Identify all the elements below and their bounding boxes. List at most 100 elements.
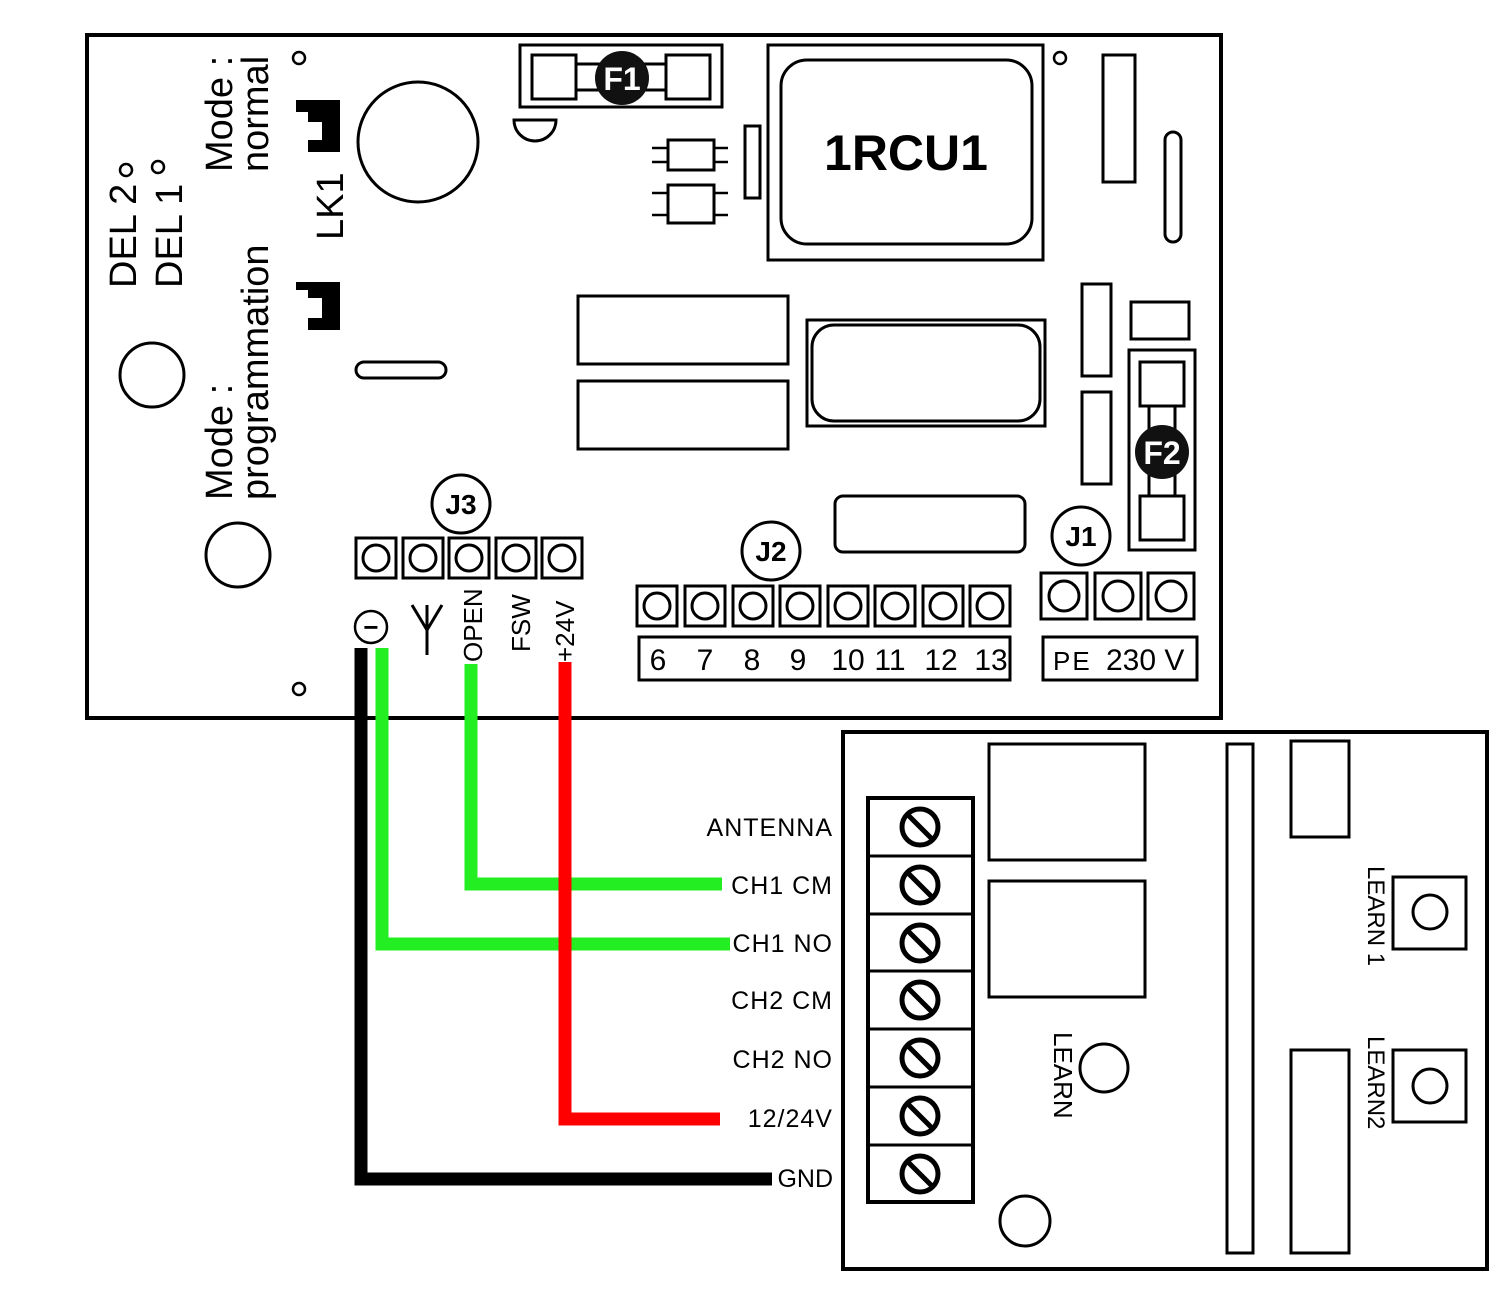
transformer-body xyxy=(779,58,1034,246)
j1-label-strip xyxy=(1041,635,1199,682)
connector-j3-label: J3 xyxy=(445,489,476,520)
resistor-icon xyxy=(1163,130,1183,244)
capacitor-icon xyxy=(743,124,762,200)
capacitor-icon xyxy=(1080,390,1113,486)
fuse-f2-label: F2 xyxy=(1143,435,1180,471)
connector-j1-badge xyxy=(1050,505,1112,567)
jumper-lk1-label: LK1 xyxy=(310,172,352,240)
fuse-f2-clip xyxy=(1138,360,1186,408)
receiver-bar-icon xyxy=(1225,742,1255,1255)
j3-pin-minus-label: − xyxy=(363,612,378,642)
smd-component-icon xyxy=(652,183,728,225)
j3-pin-fsw-label: FSW xyxy=(506,594,536,652)
minus-pin-badge xyxy=(353,609,389,645)
red-wire-power xyxy=(558,662,720,1126)
led-del2-label: DEL 2 xyxy=(103,184,145,288)
receiver-module: ANTENNA CH1 CM CH1 NO CH2 CM CH2 NO 12/2… xyxy=(707,730,1489,1271)
mount-hole xyxy=(291,681,307,697)
component-icon xyxy=(1129,300,1191,341)
component-icon xyxy=(833,494,1027,554)
mode-normal-label-1: Mode : xyxy=(199,56,241,172)
mount-hole xyxy=(291,50,307,66)
green-wire-ch1cm xyxy=(464,664,722,891)
j3-pin-24v-label: +24V xyxy=(550,600,580,662)
buzzer-icon xyxy=(356,80,480,204)
terminal-block xyxy=(866,796,975,1204)
led-del2-icon xyxy=(118,162,134,178)
terminal-gnd-label: GND xyxy=(777,1165,833,1193)
j2-pin-label: 13 xyxy=(974,644,1007,677)
transformer-frame xyxy=(766,43,1045,262)
learn2-button[interactable] xyxy=(1391,1048,1468,1124)
j1-voltage-label: 230 V xyxy=(1106,644,1184,677)
connector-j2-label: J2 xyxy=(755,536,786,567)
terminal-ch2no-label: CH2 NO xyxy=(733,1046,833,1074)
receiver-component-icon xyxy=(1289,1048,1351,1255)
smd-component-icon xyxy=(652,138,728,172)
relay-icon xyxy=(576,379,790,451)
terminal-screw-icon xyxy=(899,806,941,848)
terminal-screw-icon xyxy=(899,979,941,1021)
terminal-ch1no-label: CH1 NO xyxy=(733,930,833,958)
connector-j1-label: J1 xyxy=(1065,521,1096,552)
j2-pin-label: 10 xyxy=(831,644,864,677)
receiver-relay-icon xyxy=(987,742,1147,862)
learn1-label: LEARN 1 xyxy=(1362,866,1389,966)
receiver-outline xyxy=(841,730,1489,1271)
black-wire-gnd xyxy=(354,648,772,1186)
learn2-label: LEARN2 xyxy=(1362,1036,1389,1129)
j1-pe-label: PE xyxy=(1053,646,1092,676)
led-del1-label: DEL 1 xyxy=(149,184,191,288)
led-half-icon xyxy=(512,118,558,143)
fuse-f1-label: F1 xyxy=(603,61,640,97)
terminal-power-label: 12/24V xyxy=(748,1105,833,1133)
capacitor-icon xyxy=(1080,282,1113,378)
capacitor-icon xyxy=(1101,53,1137,184)
fuse-f1-badge xyxy=(595,51,649,105)
j2-pin-label: 6 xyxy=(650,644,667,677)
led-del1-icon xyxy=(150,159,166,175)
capacitor-body xyxy=(810,323,1042,423)
learn1-button[interactable] xyxy=(1391,875,1468,951)
jumper-top-icon xyxy=(296,100,340,152)
mode-prog-label-1: Mode : xyxy=(199,384,241,500)
capacitor-frame xyxy=(805,318,1047,428)
mode-prog-label-2: programmation xyxy=(235,244,277,500)
push-button-icon xyxy=(118,341,186,409)
receiver-hole-icon xyxy=(998,1194,1052,1248)
terminal-screw-icon xyxy=(899,922,941,964)
main-board-outline xyxy=(85,33,1223,720)
mode-normal-label-2: normal xyxy=(235,56,277,172)
receiver-component-icon xyxy=(1289,739,1351,839)
j2-pin-label: 11 xyxy=(874,644,905,677)
mount-hole xyxy=(1052,50,1068,66)
fuse-f2-clip xyxy=(1138,494,1186,542)
fuse-f2-badge xyxy=(1135,425,1189,479)
learn-led-icon xyxy=(1078,1042,1130,1094)
j2-label-strip xyxy=(637,635,1012,682)
connector-j2-badge xyxy=(740,520,802,582)
j2-pin-label: 12 xyxy=(924,644,957,677)
wires xyxy=(354,648,772,1186)
j3-pin-open-label: OPEN xyxy=(458,588,488,662)
connector-j3 xyxy=(354,536,584,580)
fuse-f1-holder xyxy=(518,43,724,109)
receiver-relay-icon xyxy=(987,879,1147,999)
push-button-icon xyxy=(204,521,272,589)
connector-j3-badge xyxy=(430,473,492,535)
relay-icon xyxy=(576,294,790,366)
terminal-ch2cm-label: CH2 CM xyxy=(731,987,833,1015)
terminal-screw-icon xyxy=(899,864,941,906)
j2-pin-label: 7 xyxy=(697,644,714,677)
transformer-label: 1RCU1 xyxy=(824,125,988,181)
green-wire-ch1no xyxy=(375,648,730,951)
connector-j1 xyxy=(1039,571,1196,621)
terminal-ch1cm-label: CH1 CM xyxy=(731,872,833,900)
learn-label: LEARN xyxy=(1048,1032,1078,1119)
terminal-screw-icon xyxy=(899,1095,941,1137)
connector-j2 xyxy=(635,584,1012,628)
terminal-antenna-label: ANTENNA xyxy=(707,814,833,842)
fuse-f1-clip xyxy=(530,53,578,101)
main-board: Mode : normal Mode : programmation DEL 2… xyxy=(85,33,1223,720)
